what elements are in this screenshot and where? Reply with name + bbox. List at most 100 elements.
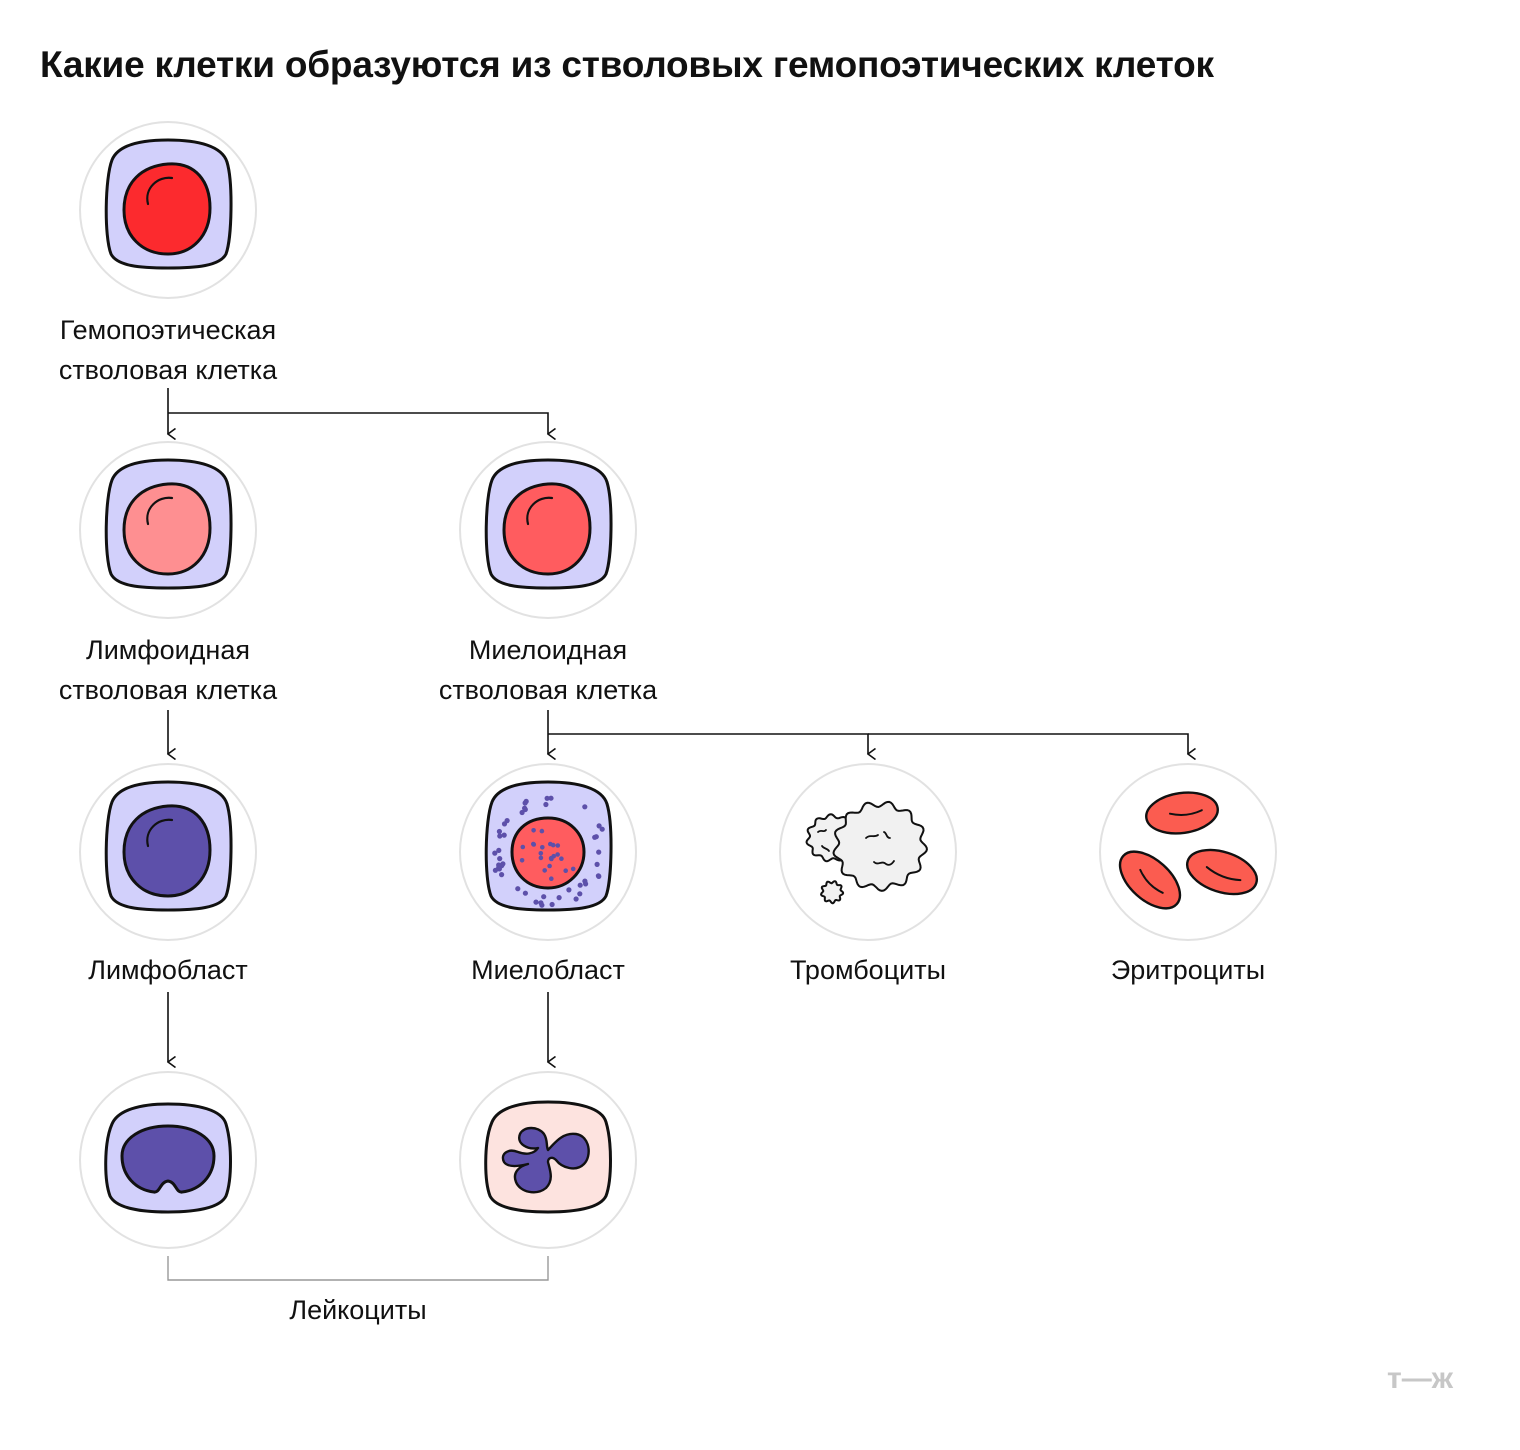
granule bbox=[538, 851, 544, 856]
granule bbox=[555, 852, 560, 857]
granule bbox=[599, 826, 605, 832]
nucleus-lobes bbox=[501, 1126, 590, 1194]
granule bbox=[531, 841, 536, 847]
granule bbox=[538, 855, 544, 861]
myeloid-stem-cell bbox=[459, 441, 637, 619]
granule bbox=[543, 801, 549, 808]
granule bbox=[531, 828, 536, 833]
granule bbox=[497, 856, 503, 862]
nucleus-highlight bbox=[526, 496, 554, 526]
granule bbox=[541, 894, 547, 900]
nucleus bbox=[122, 162, 212, 256]
granule bbox=[519, 858, 525, 863]
cell-circle bbox=[1099, 763, 1277, 941]
logo-text: т—ж bbox=[1387, 1362, 1454, 1395]
label-platelets: Тромбоциты bbox=[789, 955, 947, 985]
granule bbox=[563, 868, 568, 873]
granule bbox=[577, 891, 583, 897]
granule bbox=[522, 890, 529, 896]
neutrophil-cell bbox=[459, 1071, 637, 1249]
granule bbox=[515, 886, 521, 892]
granule bbox=[559, 856, 564, 861]
granule bbox=[501, 832, 507, 838]
arrow-stem-to-myeloid bbox=[168, 412, 548, 434]
lymphocyte-cell bbox=[79, 1071, 257, 1249]
granule bbox=[539, 828, 545, 834]
granule bbox=[504, 818, 510, 824]
granule bbox=[593, 834, 599, 840]
granule bbox=[520, 844, 526, 850]
tzh-logo: т—ж bbox=[1387, 1362, 1454, 1395]
erythrocyte bbox=[1186, 848, 1258, 896]
granule bbox=[499, 872, 505, 878]
granule bbox=[573, 896, 579, 902]
nucleus-highlight bbox=[146, 818, 174, 848]
connectors bbox=[167, 388, 1188, 1281]
granule bbox=[549, 901, 555, 908]
granule bbox=[549, 876, 554, 881]
platelets-cell bbox=[779, 763, 957, 941]
granule bbox=[533, 899, 539, 905]
granule bbox=[566, 887, 572, 893]
nucleus-granules bbox=[519, 828, 576, 881]
nucleus bbox=[502, 482, 592, 576]
nucleus-highlight bbox=[146, 496, 174, 526]
granule bbox=[555, 843, 561, 848]
granule bbox=[492, 867, 498, 873]
granule bbox=[500, 861, 506, 867]
page-title: Какие клетки образуются из стволовых гем… bbox=[40, 44, 1214, 85]
nucleus bbox=[120, 1124, 216, 1194]
label-myeloblast: Миелобласт bbox=[471, 955, 625, 985]
granule bbox=[596, 823, 602, 829]
granule bbox=[496, 866, 502, 872]
granule bbox=[547, 863, 552, 869]
label-stem-cell: Гемопоэтическая стволовая клетка bbox=[58, 315, 278, 385]
granule bbox=[594, 861, 600, 868]
granule bbox=[522, 805, 528, 811]
stem-cell bbox=[79, 121, 257, 299]
erythrocyte bbox=[1118, 850, 1182, 910]
nucleus bbox=[122, 482, 212, 576]
erythrocytes-cell bbox=[1099, 763, 1277, 941]
granule bbox=[596, 849, 602, 855]
label-myeloid-stem-cell: Миелоидная стволовая клетка bbox=[438, 635, 658, 705]
cytoplasm-granules bbox=[492, 795, 605, 908]
label-erythrocytes: Эритроциты bbox=[1110, 955, 1266, 985]
nucleus-highlight bbox=[146, 176, 174, 206]
nucleus bbox=[510, 816, 586, 890]
nucleus bbox=[122, 804, 212, 898]
label-lymphoblast: Лимфобласт bbox=[88, 955, 248, 985]
granule bbox=[556, 895, 562, 901]
granule bbox=[577, 882, 583, 888]
granule bbox=[492, 850, 498, 856]
arrow-myeloid-to-platelets bbox=[548, 733, 868, 754]
granule bbox=[496, 847, 502, 854]
granule bbox=[497, 833, 503, 839]
lymphoblast-cell bbox=[79, 763, 257, 941]
granule bbox=[496, 862, 502, 868]
granule bbox=[523, 798, 529, 805]
granule bbox=[540, 845, 545, 850]
granule bbox=[548, 795, 554, 801]
arrow-myeloid-to-erythrocytes bbox=[868, 733, 1188, 754]
label-leukocytes: Лейкоциты bbox=[289, 1295, 427, 1325]
granule bbox=[548, 855, 554, 861]
label-lymphoid-stem-cell: Лимфоидная стволовая клетка bbox=[58, 635, 278, 705]
lymphoid-stem-cell bbox=[79, 441, 257, 619]
granule bbox=[544, 795, 550, 801]
granule bbox=[542, 868, 547, 873]
platelet-large bbox=[832, 800, 928, 892]
myeloblast-cell bbox=[459, 763, 637, 941]
platelet-tiny bbox=[820, 880, 845, 905]
granule bbox=[496, 828, 502, 835]
leukocytes-bracket bbox=[167, 1256, 549, 1281]
granule bbox=[583, 881, 589, 887]
granule bbox=[539, 902, 545, 908]
platelet-granules bbox=[817, 829, 895, 866]
granule bbox=[570, 866, 576, 872]
granule bbox=[582, 804, 588, 810]
erythrocyte bbox=[1145, 791, 1219, 835]
granule bbox=[596, 873, 602, 880]
granule bbox=[548, 841, 553, 847]
